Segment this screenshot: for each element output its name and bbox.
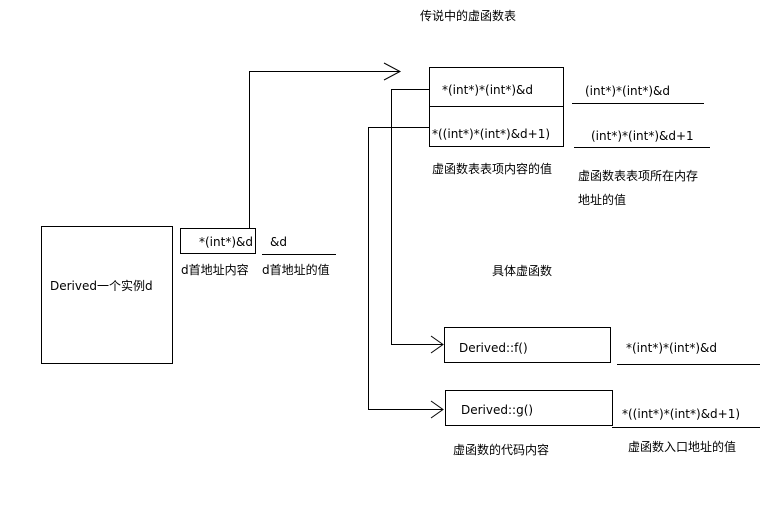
d-address-caption: d首地址的值 — [262, 263, 330, 277]
function-code-caption: 虚函数的代码内容 — [453, 443, 550, 457]
vtable-entry0-address: (int*)*(int*)&d — [585, 84, 670, 98]
d-to-vtable-arrowhead — [383, 62, 402, 81]
instance-box: Derived一个实例d — [41, 226, 173, 364]
vtable-entry-0: *(int*)*(int*)&d — [442, 83, 533, 97]
vtable-entry-caption: 虚函数表表项内容的值 — [432, 162, 553, 176]
derived-f-box: Derived::f() — [444, 327, 611, 363]
instance-label: Derived一个实例d — [50, 279, 153, 293]
vtable-divider — [430, 106, 563, 107]
function-entry-address-caption: 虚函数入口地址的值 — [628, 440, 737, 454]
entry0-to-f-arrowhead — [430, 335, 444, 354]
derived-g-label: Derived::g() — [461, 403, 534, 417]
d-first-content-caption: d首地址内容 — [181, 263, 249, 277]
vtable-entry1-address: (int*)*(int*)&d+1 — [591, 129, 694, 143]
derived-g-box: Derived::g() — [445, 390, 613, 426]
d-first-content-text: *(int*)&d — [199, 235, 253, 249]
entry1-to-g-line — [368, 127, 443, 410]
d-to-vtable-arrow — [249, 71, 400, 253]
entry1-to-g-arrowhead — [430, 400, 444, 419]
concrete-functions-heading: 具体虚函数 — [492, 264, 553, 278]
derived-f-address: *(int*)*(int*)&d — [626, 341, 717, 355]
derived-g-address: *((int*)*(int*)&d+1) — [622, 407, 741, 421]
vtable-title: 传说中的虚函数表 — [420, 9, 517, 23]
entry0-to-f-line — [391, 89, 443, 345]
vtable-address-caption: 虚函数表表项所在内存地址的值 — [578, 169, 699, 207]
vtable-entry-1: *((int*)*(int*)&d+1) — [432, 127, 551, 141]
derived-f-label: Derived::f() — [459, 341, 528, 355]
d-first-content-box: *(int*)&d — [180, 228, 256, 254]
vtable-box: *(int*)*(int*)&d *((int*)*(int*)&d+1) — [429, 67, 564, 147]
d-address-value: &d — [270, 235, 287, 249]
